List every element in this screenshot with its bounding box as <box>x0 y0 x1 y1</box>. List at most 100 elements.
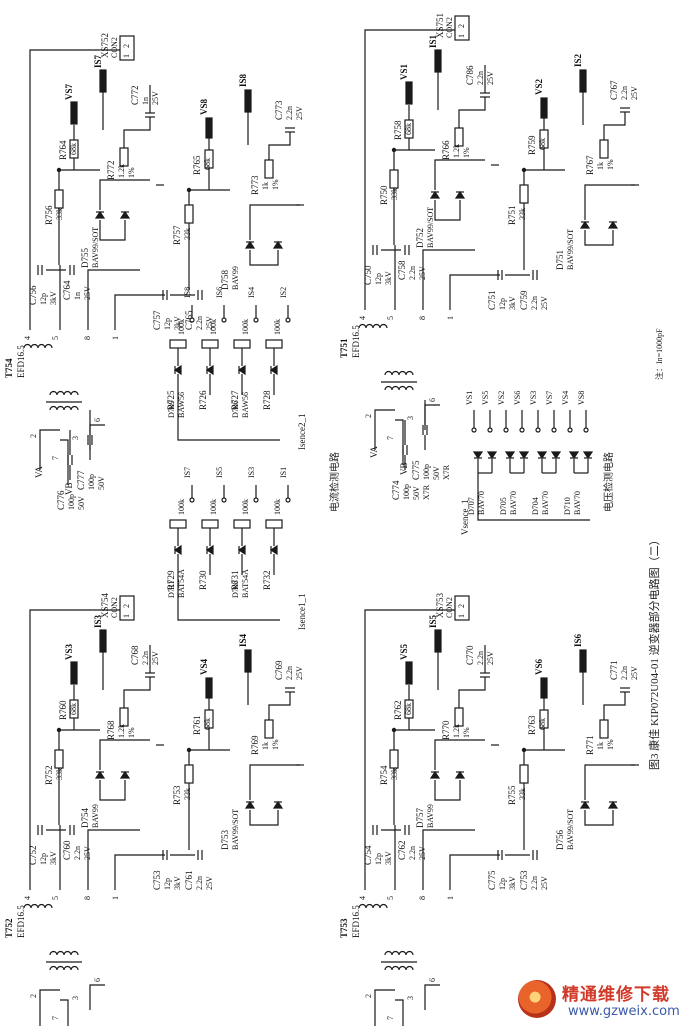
is-label: IS8 <box>238 73 248 87</box>
input-terminal <box>567 427 573 433</box>
test-point <box>244 649 252 673</box>
sense-capacitor <box>620 687 630 693</box>
filter-capacitor <box>197 850 203 860</box>
resistor-label: R762 <box>393 700 403 720</box>
wire <box>249 204 300 240</box>
resistor-r-series <box>519 184 529 204</box>
wire <box>39 989 60 1026</box>
transformer-secondary <box>49 390 79 396</box>
connector-type: CON2 <box>110 37 119 58</box>
capacitor-value: 25V <box>295 666 304 680</box>
resistor-value: 1.2k <box>117 164 126 178</box>
diode-triangle <box>536 451 548 460</box>
is-input-label: IS7 <box>183 467 192 478</box>
pin-label: 1 <box>122 54 131 58</box>
resistor-value: 33k <box>55 768 64 780</box>
rectifier-diode-icon <box>94 770 106 779</box>
diode-triangle <box>607 800 619 809</box>
net-va-label: VA <box>369 446 379 458</box>
input-terminal <box>189 317 195 323</box>
diode-label: D756 <box>555 830 565 850</box>
is-input-label: IS5 <box>215 467 224 478</box>
resistor-value: 33k <box>518 208 527 220</box>
test-point <box>405 661 413 685</box>
diode-triangle <box>579 800 591 809</box>
resistor-value: 1% <box>606 159 615 170</box>
pin-label: 1 <box>111 336 120 340</box>
capacitor-value: 25V <box>486 71 495 85</box>
is-label: IS7 <box>93 54 103 68</box>
wire <box>422 829 475 890</box>
wire <box>87 269 140 330</box>
vs-label: VS5 <box>399 643 409 660</box>
resistor-value: 100k <box>177 499 186 515</box>
wire <box>584 810 614 826</box>
resistor-label: R773 <box>250 175 260 195</box>
resistor-value: 33k <box>518 788 527 800</box>
wire <box>364 29 455 310</box>
resistor-value: 68k <box>538 138 547 150</box>
pin-label: 1 <box>457 614 466 618</box>
resistor-value: 1% <box>271 179 280 190</box>
resistor-label: R751 <box>507 205 517 225</box>
resistor-label: R727 <box>230 390 240 410</box>
test-point <box>70 661 78 685</box>
wire <box>99 780 126 801</box>
diode-value: BAV99/SOT <box>426 207 435 248</box>
transformer-label: T751 <box>339 338 349 358</box>
watermark-logo-icon <box>518 980 556 1018</box>
capacitor-value: 12p <box>163 318 172 330</box>
junction-dot <box>186 747 192 753</box>
resistor-value: 33k <box>390 768 399 780</box>
wire <box>458 97 486 128</box>
pin-label: 2 <box>364 994 373 998</box>
capacitor-value: 12p <box>374 273 383 285</box>
wire <box>99 739 150 770</box>
pin-label: 8 <box>418 896 427 900</box>
connector-icon <box>454 15 470 41</box>
capacitor-label: C775 <box>411 460 421 480</box>
capacitor-value: 25V <box>418 266 427 280</box>
pin-label: 1 <box>111 896 120 900</box>
vs-input-label: VS3 <box>529 391 538 405</box>
wire <box>114 294 165 330</box>
resistor-r-out <box>404 699 414 719</box>
resistor-label: R756 <box>44 205 54 225</box>
diode-value: BAV99/SOT <box>566 229 575 270</box>
rectifier-diode-icon <box>607 220 619 229</box>
capacitor-label: C773 <box>274 100 284 120</box>
resistor-label: R767 <box>585 155 595 175</box>
test-point <box>99 69 107 93</box>
pin-label: 7 <box>51 1016 60 1020</box>
capacitor-value: 2.2n <box>476 71 485 85</box>
wire <box>393 729 435 750</box>
transformer-output-winding <box>358 903 388 909</box>
transformer-primary <box>384 965 414 971</box>
is-input-label: IS8 <box>183 287 192 298</box>
capacitor-value: 12p <box>39 293 48 305</box>
capacitor-label: C786 <box>465 65 475 85</box>
resistor-r-series <box>389 169 399 189</box>
resistor-label: R768 <box>106 720 116 740</box>
sense-resistor <box>233 339 251 349</box>
capacitor-value: 12p <box>163 878 172 890</box>
pin-label: 2 <box>364 414 373 418</box>
rectifier-diode-icon <box>272 800 284 809</box>
resistor-r-out <box>539 709 549 729</box>
input-terminal <box>253 497 259 503</box>
diode-triangle <box>429 770 441 779</box>
resistor-label: R760 <box>58 700 68 720</box>
resistor-value: 100k <box>273 319 282 335</box>
transformer-primary <box>49 405 79 411</box>
diode-label: D710 <box>563 497 572 515</box>
wire <box>422 249 475 310</box>
pin-label: 5 <box>386 896 395 900</box>
sense-diode-icon <box>504 451 516 460</box>
capacitor-value: 2.2n <box>530 876 539 890</box>
resistor-value: 68k <box>69 143 78 155</box>
pin-label: 4 <box>358 316 367 320</box>
diode-value: BAV99/SOT <box>91 227 100 268</box>
capacitor-value: 3kV <box>173 316 182 330</box>
is-input-label: IS4 <box>247 287 256 298</box>
sense-capacitor <box>620 107 630 113</box>
